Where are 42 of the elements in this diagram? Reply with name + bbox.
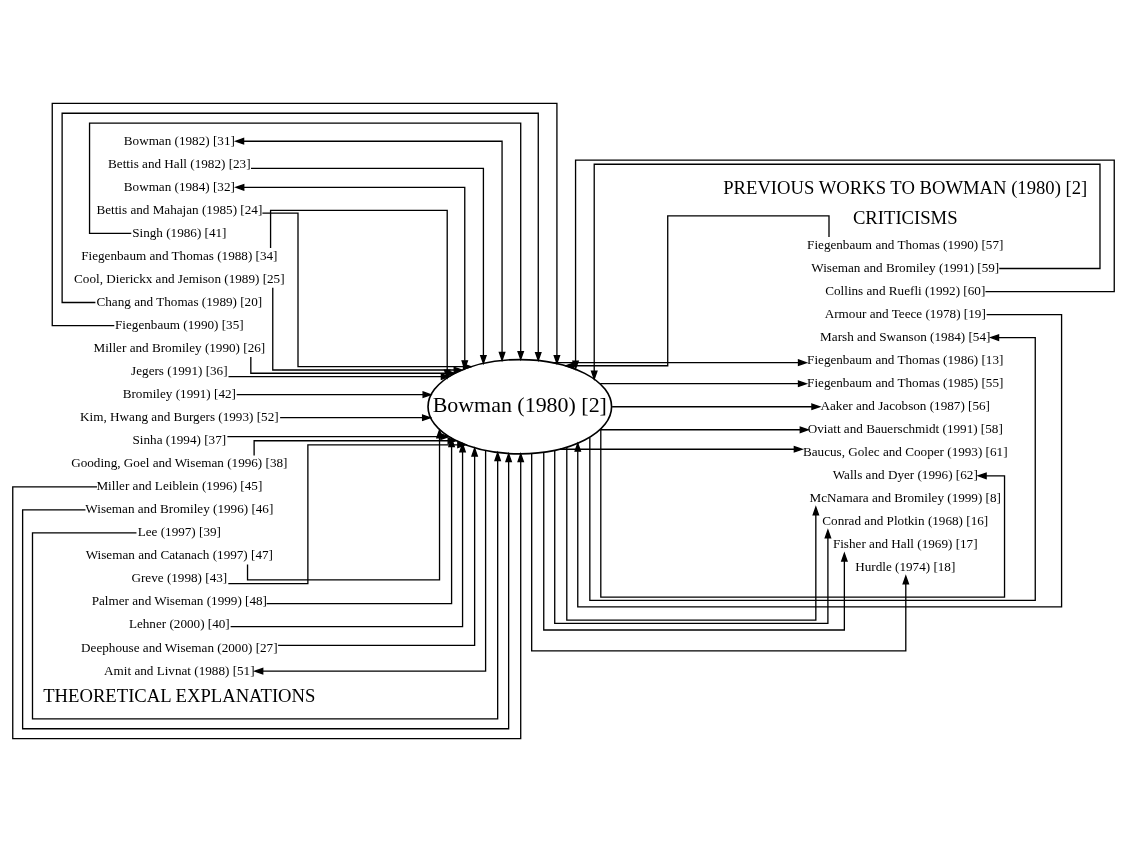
node-text: Kim, Hwang and Burgers (1993) [52]: [80, 409, 279, 425]
node-text: Walls and Dyer (1996) [62]: [832, 467, 978, 483]
label: CRITICISMS: [852, 206, 958, 228]
node-text: Wiseman and Bromiley (1991) [59]: [811, 259, 1000, 275]
node-text: Greve (1998) [43]: [131, 570, 228, 586]
node-text: Miller and Bromiley (1990) [26]: [93, 339, 266, 355]
node-text: Hurdle (1974) [18]: [855, 559, 956, 575]
label: PREVIOUS WORKS TO BOWMAN (1980) [2]: [723, 177, 1088, 199]
node-text: Baucus, Golec and Cooper (1993) [61]: [802, 444, 1008, 460]
node-text: Fisher and Hall (1969) [17]: [832, 536, 978, 552]
node-text: Jegers (1991) [36]: [131, 363, 228, 379]
node-text: Cool, Dierickx and Jemison (1989) [25]: [74, 270, 285, 286]
node-text: Marsh and Swanson (1984) [54]: [820, 329, 991, 345]
node-text: Lehner (2000) [40]: [128, 616, 230, 632]
node-text: Bromiley (1991) [42]: [122, 386, 236, 402]
node-text: Bettis and Mahajan (1985) [24]: [96, 201, 263, 217]
node-text: Amit and Livnat (1988) [51]: [104, 662, 255, 678]
node-text: Fiegenbaum and Thomas (1986) [13]: [807, 352, 1004, 368]
node-text: Gooding, Goel and Wiseman (1996) [38]: [71, 455, 288, 471]
node-text: Bettis and Hall (1982) [23]: [108, 155, 251, 171]
node-text: Wiseman and Bromiley (1996) [46]: [85, 501, 274, 517]
node-text: Fiegenbaum and Thomas (1988) [34]: [81, 247, 278, 263]
node-text: Bowman (1984) [32]: [123, 178, 235, 194]
node-text: Singh (1986) [41]: [132, 224, 227, 240]
node-text: Bowman (1982) [31]: [123, 132, 235, 148]
node-text: Deephouse and Wiseman (2000) [27]: [81, 639, 278, 655]
node-text: Sinha (1994) [37]: [132, 432, 227, 448]
node-text: McNamara and Bromiley (1999) [8]: [809, 490, 1001, 506]
node-text: Armour and Teece (1978) [19]: [824, 305, 986, 321]
node-text: Fiegenbaum and Thomas (1985) [55]: [807, 375, 1004, 391]
node-text: Aaker and Jacobson (1987) [56]: [820, 398, 991, 414]
node-text: Wiseman and Catanach (1997) [47]: [85, 547, 273, 563]
node-text: Collins and Ruefli (1992) [60]: [825, 282, 986, 298]
node-text: Fiegenbaum (1990) [35]: [115, 316, 244, 332]
node-text: Fiegenbaum and Thomas (1990) [57]: [807, 236, 1004, 252]
node-text: Oviatt and Bauerschmidt (1991) [58]: [807, 421, 1003, 437]
node-text: Lee (1997) [39]: [137, 524, 221, 540]
node-text: Miller and Leiblein (1996) [45]: [96, 478, 263, 494]
node-text: Chang and Thomas (1989) [20]: [96, 293, 263, 309]
label: THEORETICAL EXPLANATIONS: [43, 684, 316, 706]
node-text: Palmer and Wiseman (1999) [48]: [91, 593, 268, 609]
node-text: Conrad and Plotkin (1968) [16]: [822, 513, 989, 529]
